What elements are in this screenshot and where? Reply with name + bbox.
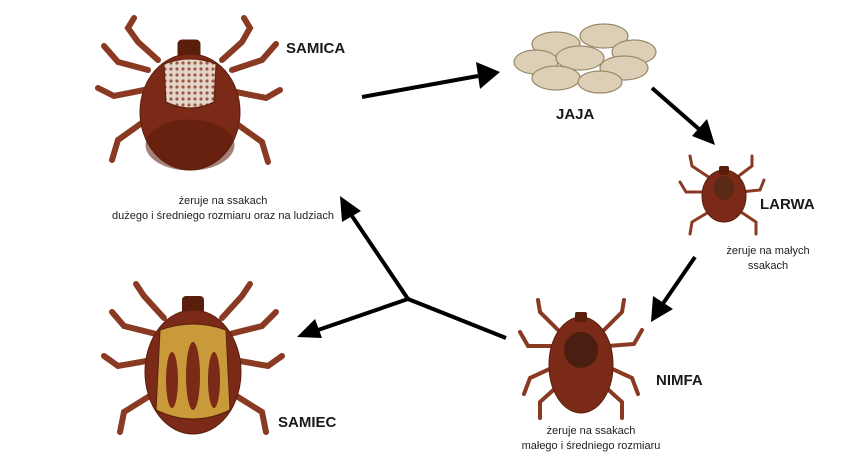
arrow-larva-to-nymph <box>651 257 695 322</box>
stage-label-samiec: SAMIEC <box>278 414 336 431</box>
stage-desc-nimfa-line-1: żeruje na ssakach <box>506 424 676 439</box>
stage-label-jaja: JAJA <box>556 106 594 123</box>
stage-label-nimfa: NIMFA <box>656 372 703 389</box>
arrow-female-to-eggs <box>362 62 500 97</box>
stage-label-larwa: LARWA <box>760 196 815 213</box>
stage-desc-larwa: żeruje na małych ssakach <box>708 244 828 274</box>
stage-desc-samica: żeruje na ssakach dużego i średniego roz… <box>98 194 348 224</box>
eggs-illustration <box>514 24 656 93</box>
stage-desc-samica-line-1: żeruje na ssakach <box>98 194 348 209</box>
stage-label-samica: SAMICA <box>286 40 345 57</box>
stage-desc-larwa-line-1: żeruje na małych <box>708 244 828 259</box>
arrow-eggs-to-larva <box>652 88 715 145</box>
female-tick-illustration <box>98 18 280 170</box>
stage-desc-samica-line-2: dużego i średniego rozmiaru oraz na ludz… <box>98 209 348 224</box>
male-tick-illustration <box>104 284 282 434</box>
nymph-tick-illustration <box>520 300 642 418</box>
stage-desc-larwa-line-2: ssakach <box>708 259 828 274</box>
stage-desc-nimfa-line-2: małego i średniego rozmiaru <box>506 439 676 454</box>
cycle-arrows <box>297 62 715 338</box>
stage-desc-nimfa: żeruje na ssakach małego i średniego roz… <box>506 424 676 454</box>
larva-tick-illustration <box>680 156 764 234</box>
